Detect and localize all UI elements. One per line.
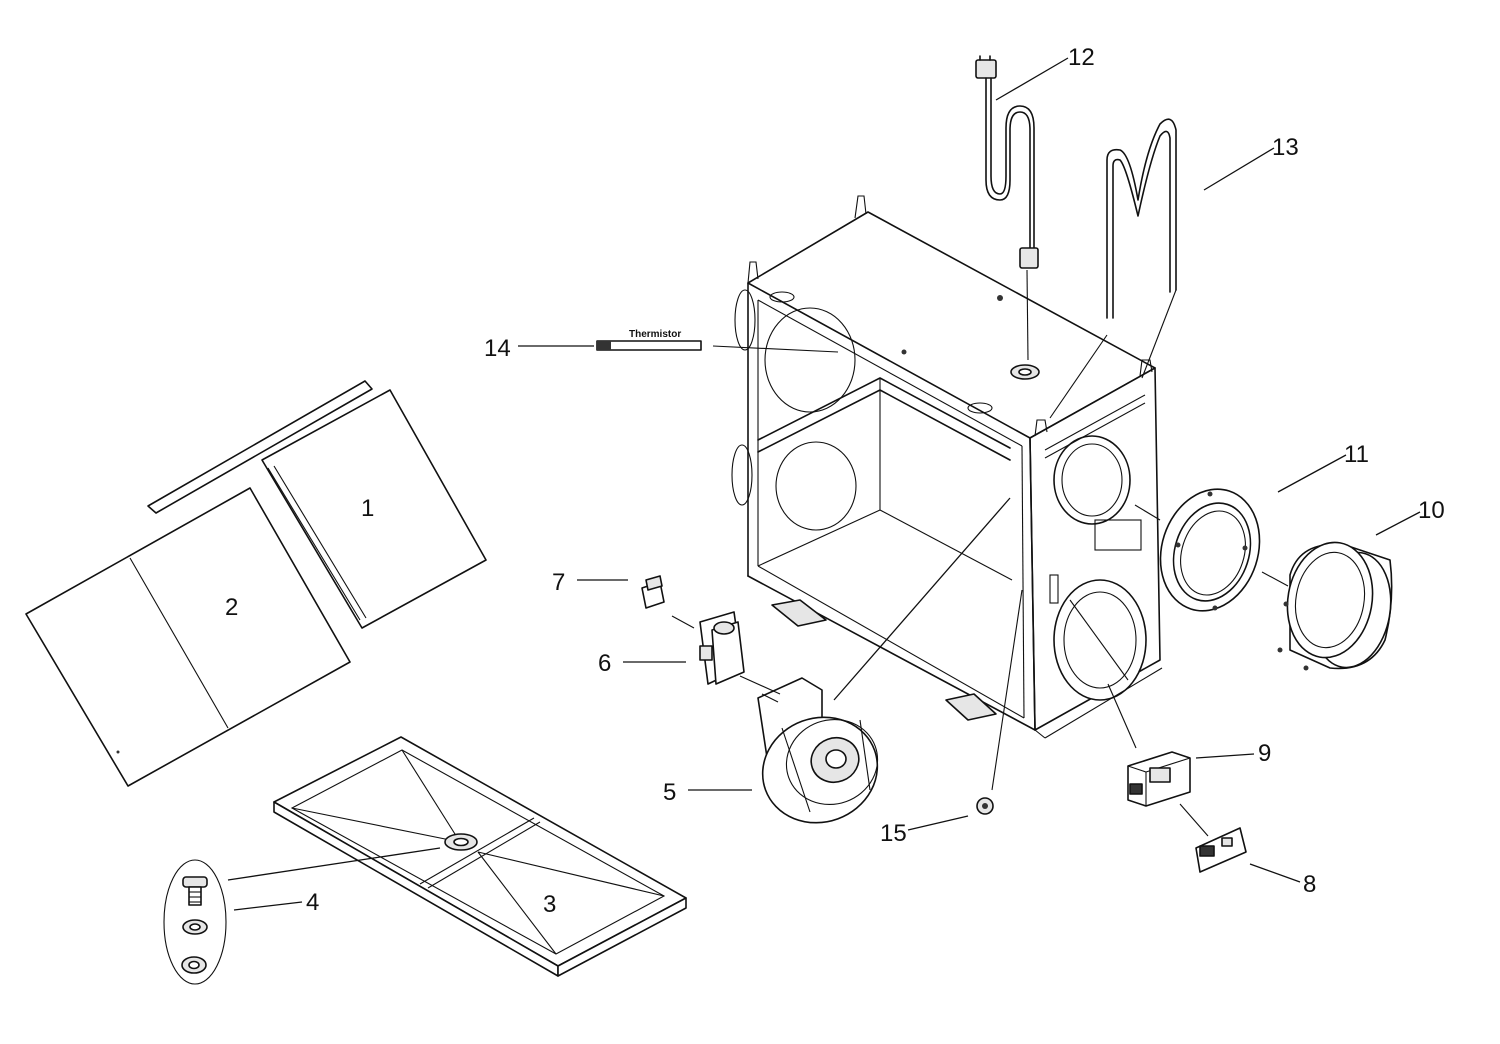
callout-13: 13: [1272, 134, 1299, 161]
callout-7: 7: [552, 569, 565, 596]
callout-11: 11: [1344, 441, 1369, 468]
part-5-blower-wheel: [757, 677, 879, 824]
callout-9: 9: [1258, 740, 1271, 767]
bolt-icon: [182, 876, 208, 906]
callout-8: 8: [1303, 871, 1316, 898]
callout-4: 4: [306, 889, 319, 916]
part-14-thermistor: Thermistor: [596, 329, 839, 353]
leader-lines: [227, 57, 1421, 911]
part-11-collar-ring: [1134, 488, 1261, 612]
part-10-duct-collar: [1261, 541, 1393, 671]
part-12-power-cord: [975, 55, 1039, 361]
callout-1: 1: [361, 495, 374, 522]
thermistor-label: Thermistor: [629, 329, 681, 340]
washer-icon: [182, 919, 208, 935]
part-6-control-board: [699, 611, 781, 695]
part-9-module-box: [1107, 683, 1191, 807]
part-1-panel: [147, 380, 487, 629]
part-15-grommet: [976, 589, 1023, 815]
callout-3: 3: [543, 891, 556, 918]
part-2-panel: [25, 487, 351, 787]
callout-12: 12: [1068, 44, 1095, 71]
callout-2: 2: [225, 594, 238, 621]
part-3-drain-pan: [273, 736, 687, 977]
part-7-switch: [641, 575, 695, 629]
callout-numbers: 1 2 3 4 5 6 7 8 9 10 11 12 13 14 15: [225, 44, 1445, 918]
callout-15: 15: [880, 820, 907, 847]
callout-14: 14: [484, 335, 511, 362]
part-13-wire-harness: [1049, 118, 1177, 419]
part-4-fastener-set: [163, 859, 227, 985]
main-cabinet-frame: [731, 195, 1163, 739]
part-8-circuit-board: [1179, 803, 1247, 873]
callout-5: 5: [663, 779, 676, 806]
callout-6: 6: [598, 650, 611, 677]
callout-10: 10: [1418, 497, 1445, 524]
nut-icon: [181, 956, 207, 974]
